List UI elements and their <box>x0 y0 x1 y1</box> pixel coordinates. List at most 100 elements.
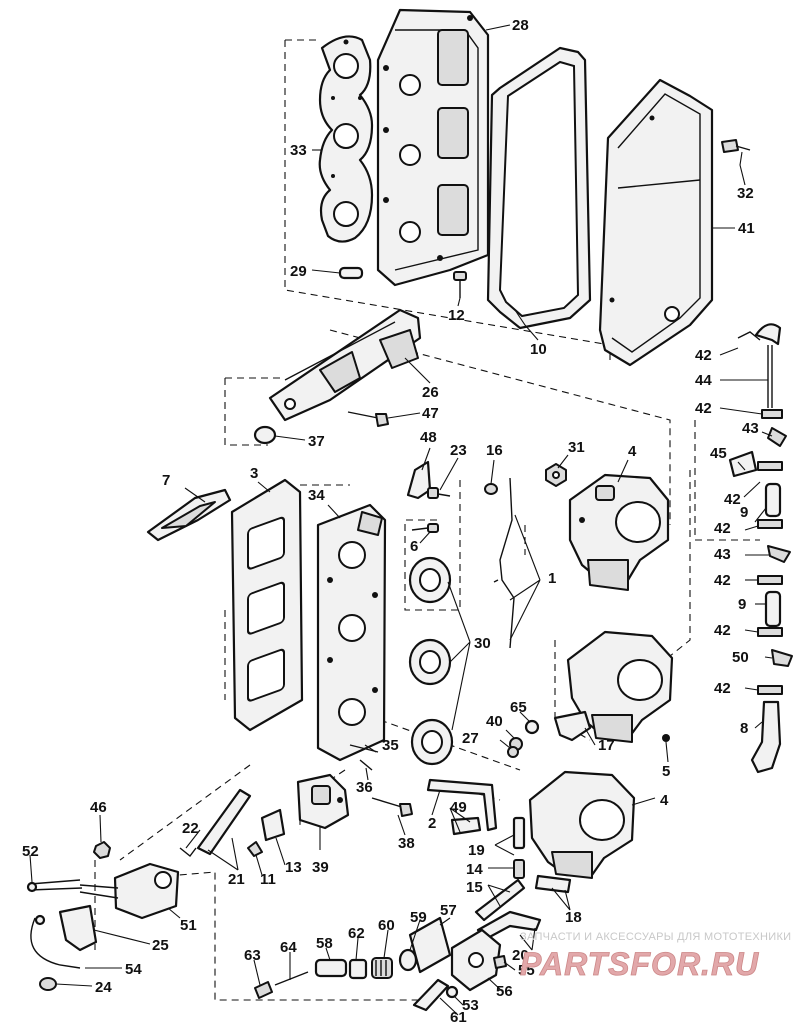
pin-36 <box>359 759 373 771</box>
watermark: ЗАПЧАСТИ И АКСЕССУАРЫ ДЛЯ МОТОТЕХНИКИ PA… <box>520 931 791 982</box>
adaptor-34 <box>316 503 387 762</box>
label-45: 45 <box>710 445 727 462</box>
pump-body-56 <box>450 928 502 992</box>
label-42-d: 42 <box>714 520 731 537</box>
fitting-14 <box>513 859 525 879</box>
label-41: 41 <box>738 220 755 237</box>
pin-29 <box>338 266 364 280</box>
clip-22 <box>179 847 197 857</box>
label-33: 33 <box>290 142 307 159</box>
fitting-19 <box>512 816 526 850</box>
wire-54 <box>30 914 81 969</box>
label-50: 50 <box>732 649 749 666</box>
label-17: 17 <box>598 737 615 754</box>
label-62: 62 <box>348 925 365 942</box>
label-29: 29 <box>290 263 307 280</box>
label-47: 47 <box>422 405 439 422</box>
washer-65 <box>524 719 540 735</box>
label-25: 25 <box>152 937 169 954</box>
nut-46 <box>93 841 111 859</box>
fuel-pump-39 <box>296 773 350 830</box>
bracket-25 <box>58 904 98 952</box>
label-42-e: 42 <box>714 572 731 589</box>
label-60: 60 <box>378 917 395 934</box>
label-42-c: 42 <box>724 491 741 508</box>
label-51: 51 <box>180 917 197 934</box>
label-19: 19 <box>468 842 485 859</box>
label-42-a: 42 <box>695 347 712 364</box>
label-42-f: 42 <box>714 622 731 639</box>
label-18: 18 <box>565 909 582 926</box>
label-32: 32 <box>737 185 754 202</box>
screw-38 <box>371 797 413 817</box>
gasket-3 <box>230 478 304 732</box>
solenoid-51 <box>79 862 180 920</box>
label-5: 5 <box>662 763 670 780</box>
hose-21 <box>196 788 252 856</box>
hose-49 <box>450 816 482 836</box>
gasket-10 <box>486 46 592 330</box>
fitting-18 <box>534 874 572 894</box>
label-27: 27 <box>462 730 479 747</box>
label-42-b: 42 <box>695 400 712 417</box>
label-4-bottom: 4 <box>660 792 669 809</box>
gasket-33 <box>318 35 374 243</box>
label-2: 2 <box>428 815 436 832</box>
label-49: 49 <box>450 799 467 816</box>
label-13: 13 <box>285 859 302 876</box>
label-48: 48 <box>420 429 437 446</box>
label-21: 21 <box>228 871 245 888</box>
part-labels: 28 33 32 41 29 12 10 42 44 26 47 42 43 3… <box>22 17 759 1024</box>
label-39: 39 <box>312 859 329 876</box>
carburetor-middle-5 <box>566 630 674 743</box>
label-24: 24 <box>95 979 112 996</box>
label-34: 34 <box>308 487 325 504</box>
cap-37 <box>253 425 277 445</box>
wire-52 <box>26 879 83 893</box>
label-16: 16 <box>486 442 503 459</box>
watermark-tagline: ЗАПЧАСТИ И АКСЕССУАРЫ ДЛЯ МОТОТЕХНИКИ <box>520 931 791 943</box>
screw-27 <box>507 746 519 758</box>
label-14: 14 <box>466 861 483 878</box>
screw-47 <box>347 411 389 427</box>
label-1: 1 <box>548 570 556 587</box>
screw-32 <box>721 139 751 153</box>
label-55: 55 <box>518 962 535 979</box>
pin-64 <box>274 971 309 986</box>
hose-2 <box>426 778 498 832</box>
screw-23 <box>427 487 451 499</box>
label-57: 57 <box>440 902 457 919</box>
label-3: 3 <box>250 465 258 482</box>
label-11: 11 <box>260 871 276 888</box>
label-12: 12 <box>448 307 465 324</box>
screw-55 <box>493 955 507 969</box>
lever-17 <box>553 710 592 742</box>
label-28: 28 <box>512 17 529 34</box>
label-65: 65 <box>510 699 527 716</box>
label-26: 26 <box>422 384 439 401</box>
bracket-13 <box>260 808 286 842</box>
cover-41 <box>598 78 714 367</box>
carburetor-bottom-4 <box>528 770 636 879</box>
label-56: 56 <box>496 983 513 1000</box>
label-61: 61 <box>450 1009 467 1024</box>
fuel-line-system <box>728 323 793 774</box>
bracket-48 <box>406 460 432 500</box>
body-58 <box>314 958 348 978</box>
label-46: 46 <box>90 799 107 816</box>
o-ring-53 <box>445 985 459 999</box>
screw-24 <box>39 977 57 991</box>
label-42-g: 42 <box>714 680 731 697</box>
watermark-logo: PARTSFOR.RU <box>520 946 759 982</box>
label-43-a: 43 <box>742 420 759 437</box>
label-40: 40 <box>486 713 503 730</box>
label-58: 58 <box>316 935 333 952</box>
label-6: 6 <box>410 538 418 555</box>
label-9-a: 9 <box>740 504 748 521</box>
linkage-rod-1 <box>484 477 515 649</box>
screw-6 <box>411 523 439 533</box>
label-35: 35 <box>382 737 399 754</box>
screw-12 <box>453 271 467 298</box>
label-36: 36 <box>356 779 373 796</box>
